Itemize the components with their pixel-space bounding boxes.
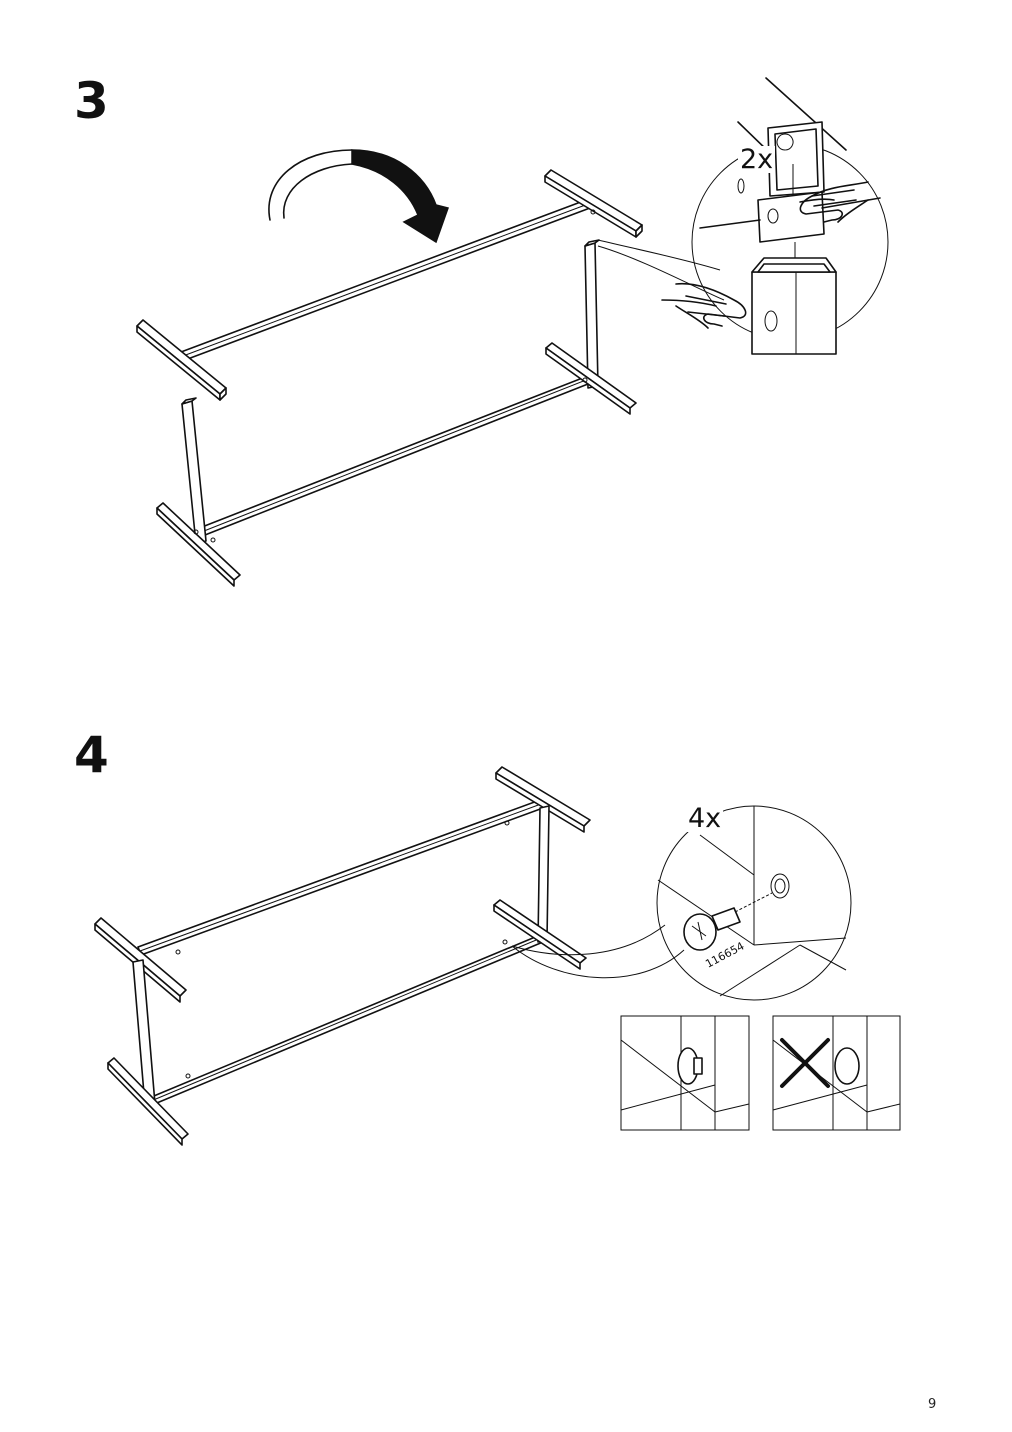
x-mark-icon [780, 1038, 830, 1088]
hand-icon [799, 181, 869, 223]
hand-icon [661, 282, 747, 329]
step-4-number: 4 [74, 726, 109, 784]
step-3-number: 3 [74, 72, 109, 130]
right-leg [584, 242, 599, 389]
page-number: 9 [928, 1397, 937, 1412]
step-4-illustration: 116654 [94, 766, 901, 1146]
right-leg [537, 805, 550, 943]
left-top-foot [136, 319, 227, 395]
wrong-example-box [772, 1015, 901, 1131]
step-3-quantity: 2x [738, 144, 776, 175]
flip-arrow-icon [268, 149, 449, 244]
correct-example-box [620, 1015, 750, 1131]
step-4-quantity: 4x [686, 803, 724, 834]
right-top-foot [544, 169, 643, 232]
step-3-illustration [136, 77, 889, 587]
leg-tube [751, 271, 837, 355]
left-leg [181, 400, 207, 545]
screw-icon [683, 907, 741, 951]
